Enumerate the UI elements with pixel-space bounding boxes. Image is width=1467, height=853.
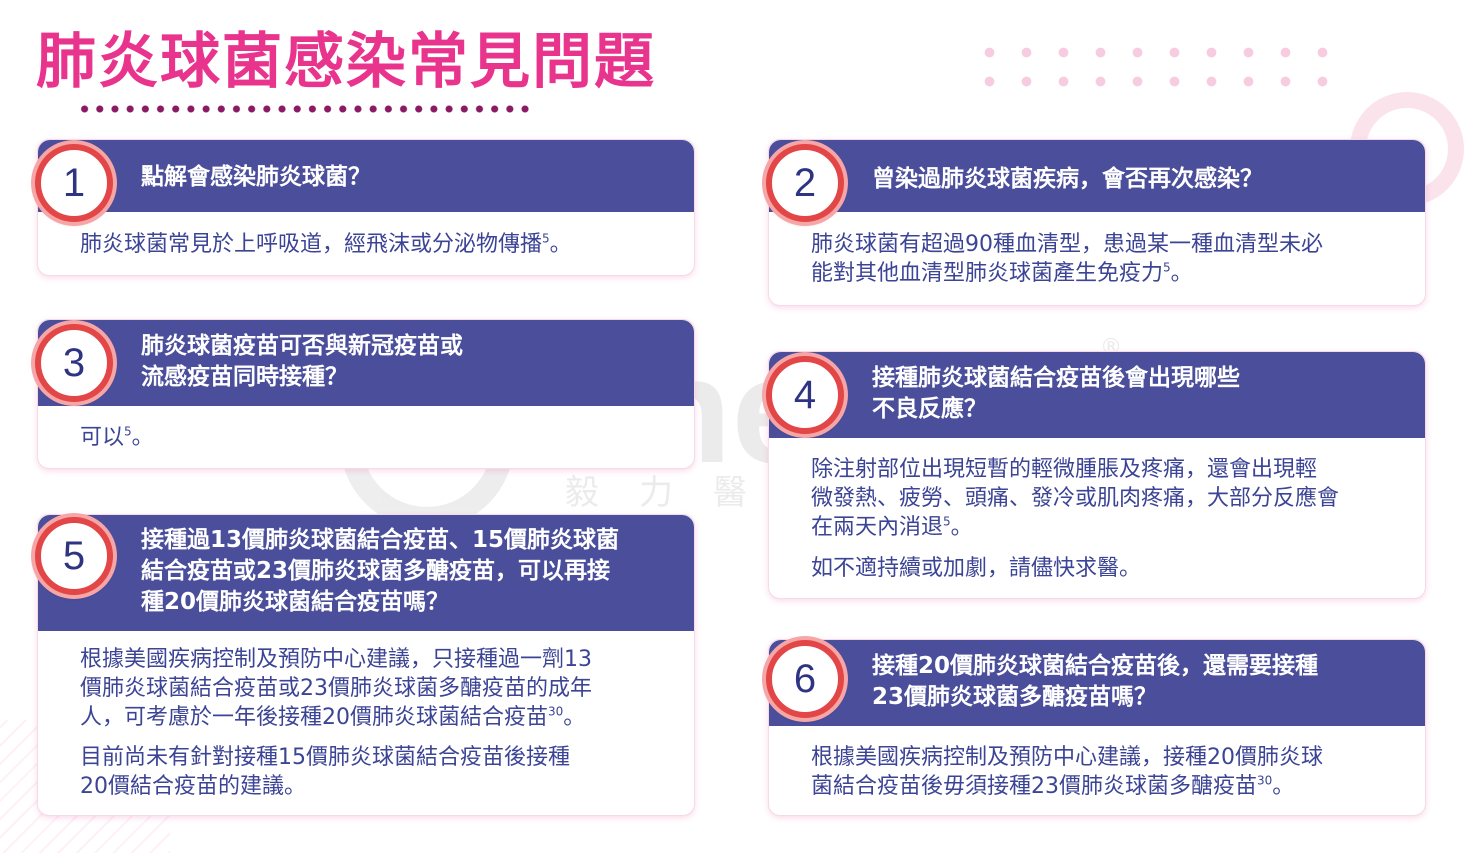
faq-question: 接種過13價肺炎球菌結合疫苗、15價肺炎球菌結合疫苗或23價肺炎球菌多醣疫苗，可… [141, 527, 620, 615]
faq-question: 曾染過肺炎球菌疾病，會否再次感染？ [872, 166, 1263, 192]
faq-question: 肺炎球菌疫苗可否與新冠疫苗或流感疫苗同時接種？ [141, 333, 463, 390]
faq-question: 接種肺炎球菌結合疫苗後會出現哪些不良反應？ [872, 365, 1240, 422]
faq-answer: 可以5。 [80, 424, 154, 450]
faq-number-badge: 3 [35, 324, 113, 402]
faq-question-header: 接種肺炎球菌結合疫苗後會出現哪些不良反應？ [769, 352, 1425, 438]
faq-answer: 除注射部位出現短暫的輕微腫脹及疼痛，還會出現輕微發熱、疲勞、頭痛、發冷或肌肉疼痛… [811, 457, 1340, 540]
faq-answer: 如不適持續或加劇，請儘快求醫。 [811, 556, 1142, 581]
faq-card-4: 接種肺炎球菌結合疫苗後會出現哪些不良反應？ 4 除注射部位出現短暫的輕微腫脹及疼… [766, 351, 1426, 599]
faq-card-3: 肺炎球菌疫苗可否與新冠疫苗或流感疫苗同時接種？ 3 可以5。 [35, 319, 695, 469]
faq-question-header: 點解會感染肺炎球菌？ [38, 140, 694, 212]
faq-number-badge: 4 [766, 356, 844, 434]
faq-question-header: 曾染過肺炎球菌疾病，會否再次感染？ [769, 140, 1425, 212]
faq-number-badge: 1 [35, 144, 113, 222]
faq-question-header: 接種過13價肺炎球菌結合疫苗、15價肺炎球菌結合疫苗或23價肺炎球菌多醣疫苗，可… [38, 515, 694, 631]
faq-question: 點解會感染肺炎球菌？ [141, 164, 371, 190]
faq-number-badge: 5 [35, 517, 113, 595]
page-title: 肺炎球菌感染常見問題 [36, 27, 656, 97]
faq-answer: 肺炎球菌常見於上呼吸道，經飛沫或分泌物傳播5。 [80, 231, 572, 257]
faq-question-header: 肺炎球菌疫苗可否與新冠疫苗或流感疫苗同時接種？ [38, 320, 694, 406]
faq-answer: 肺炎球菌有超過90種血清型，患過某一種血清型未必能對其他血清型肺炎球菌產生免疫力… [811, 232, 1323, 286]
faq-card-5: 接種過13價肺炎球菌結合疫苗、15價肺炎球菌結合疫苗或23價肺炎球菌多醣疫苗，可… [35, 514, 695, 816]
faq-answer: 根據美國疾病控制及預防中心建議，接種20價肺炎球菌結合疫苗後毋須接種23價肺炎球… [811, 745, 1323, 799]
faq-card-2: 曾染過肺炎球菌疾病，會否再次感染？ 2 肺炎球菌有超過90種血清型，患過某一種血… [766, 139, 1426, 306]
title-dot-underline [77, 103, 535, 115]
faq-card-1: 點解會感染肺炎球菌？ 1 肺炎球菌常見於上呼吸道，經飛沫或分泌物傳播5。 [35, 139, 695, 276]
faq-number-badge: 6 [766, 640, 844, 718]
faq-number-badge: 2 [766, 144, 844, 222]
decorative-dot-pattern [971, 38, 1341, 96]
